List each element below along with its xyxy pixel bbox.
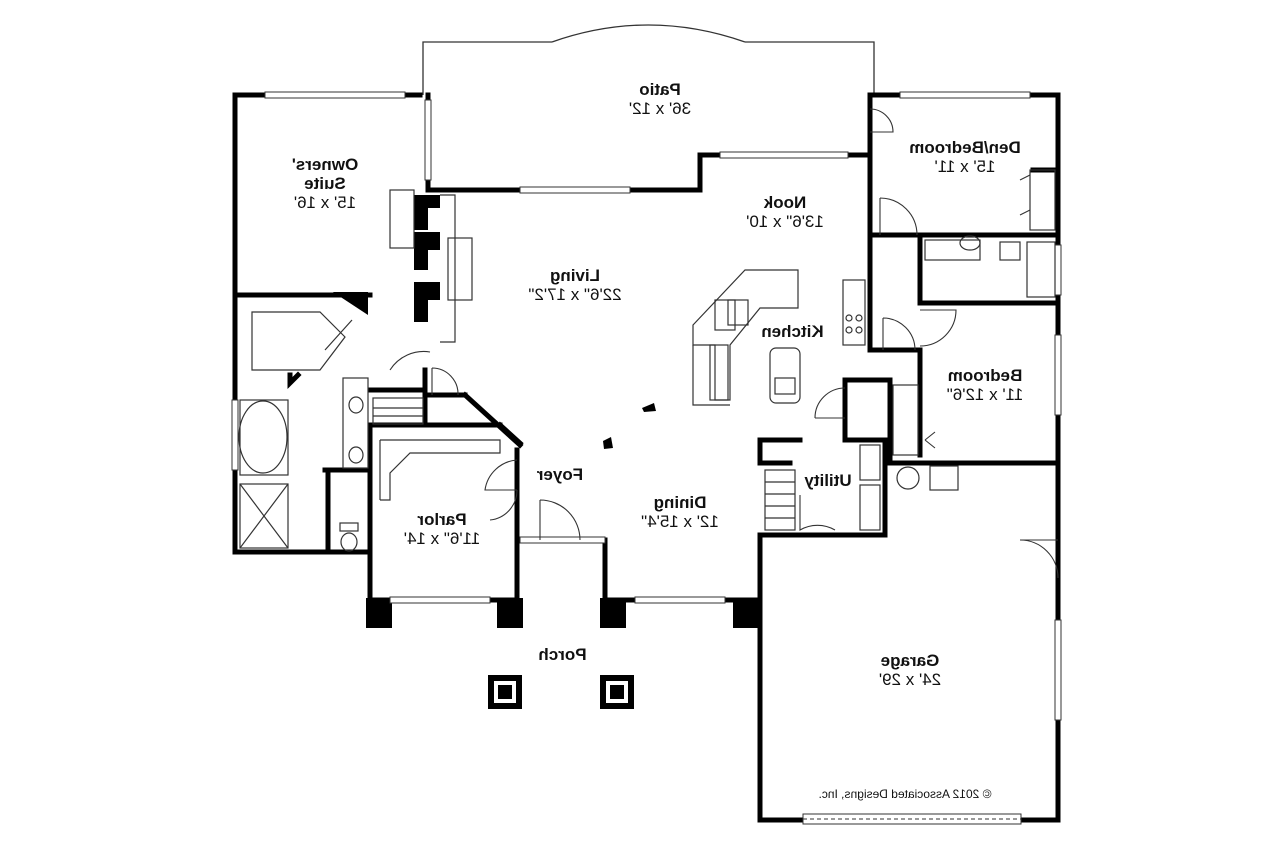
patio-outline (422, 24, 875, 95)
patio-name: Patio (639, 80, 681, 99)
nook-dimensions: 13'6" x 10' (746, 212, 824, 232)
utility-name: Utility (804, 471, 852, 490)
windows (231, 91, 1062, 721)
room-label-garage: Garage 24' x 29' (855, 651, 965, 689)
nook-name: Nook (763, 193, 807, 212)
room-label-owners-suite: Owners' Suite 15' x 16' (270, 155, 380, 212)
room-label-utility: Utility (793, 471, 863, 490)
living-dimensions: 22'6" x 17'2" (528, 285, 622, 305)
garage-dimensions: 24' x 29' (878, 670, 942, 690)
room-label-bedroom: Bedroom 11' x 12'6" (925, 366, 1045, 404)
room-label-nook: Nook 13'6" x 10' (720, 193, 850, 231)
room-label-foyer: Foyer (525, 465, 595, 484)
room-label-dining: Dining 12' x 15'4" (625, 493, 735, 531)
living-name: Living (549, 266, 601, 285)
parlor-dimensions: 11'6" x 14' (403, 529, 481, 549)
dining-name: Dining (653, 493, 707, 512)
room-label-den-bedroom: Den/Bedroom 15' x 11' (885, 138, 1045, 176)
patio-dimensions: 36' x 12' (628, 99, 692, 119)
owners-suite-dimensions: 15' x 16' (293, 193, 357, 213)
bedroom-dimensions: 11' x 12'6" (946, 385, 1024, 405)
owners-suite-name-line1: Owners' (291, 155, 359, 174)
fixtures (238, 169, 1056, 552)
foyer-name: Foyer (536, 465, 584, 484)
parlor-name: Parlor (417, 510, 467, 529)
room-label-kitchen: Kitchen (745, 322, 840, 341)
garage-door (802, 813, 1022, 825)
room-label-porch: Porch (525, 645, 600, 664)
room-label-patio: Patio 36' x 12' (590, 80, 730, 118)
bedroom-name: Bedroom (947, 366, 1023, 385)
owners-suite-name-line2: Suite (304, 174, 346, 194)
room-label-living: Living 22'6" x 17'2" (500, 266, 650, 304)
den-bedroom-name: Den/Bedroom (909, 138, 1021, 157)
garage-name: Garage (880, 651, 940, 670)
column-insets (494, 681, 628, 703)
columns (333, 195, 761, 709)
room-label-parlor: Parlor 11'6" x 14' (387, 510, 497, 548)
dining-dimensions: 12' x 15'4" (641, 512, 719, 532)
kitchen-name: Kitchen (761, 322, 824, 341)
column-inner (498, 685, 624, 699)
copyright-notice: © 2012 Associated Designs, Inc. (818, 787, 992, 801)
den-bedroom-dimensions: 15' x 11' (934, 157, 996, 177)
door-swings (389, 108, 1059, 579)
porch-name: Porch (538, 645, 587, 664)
